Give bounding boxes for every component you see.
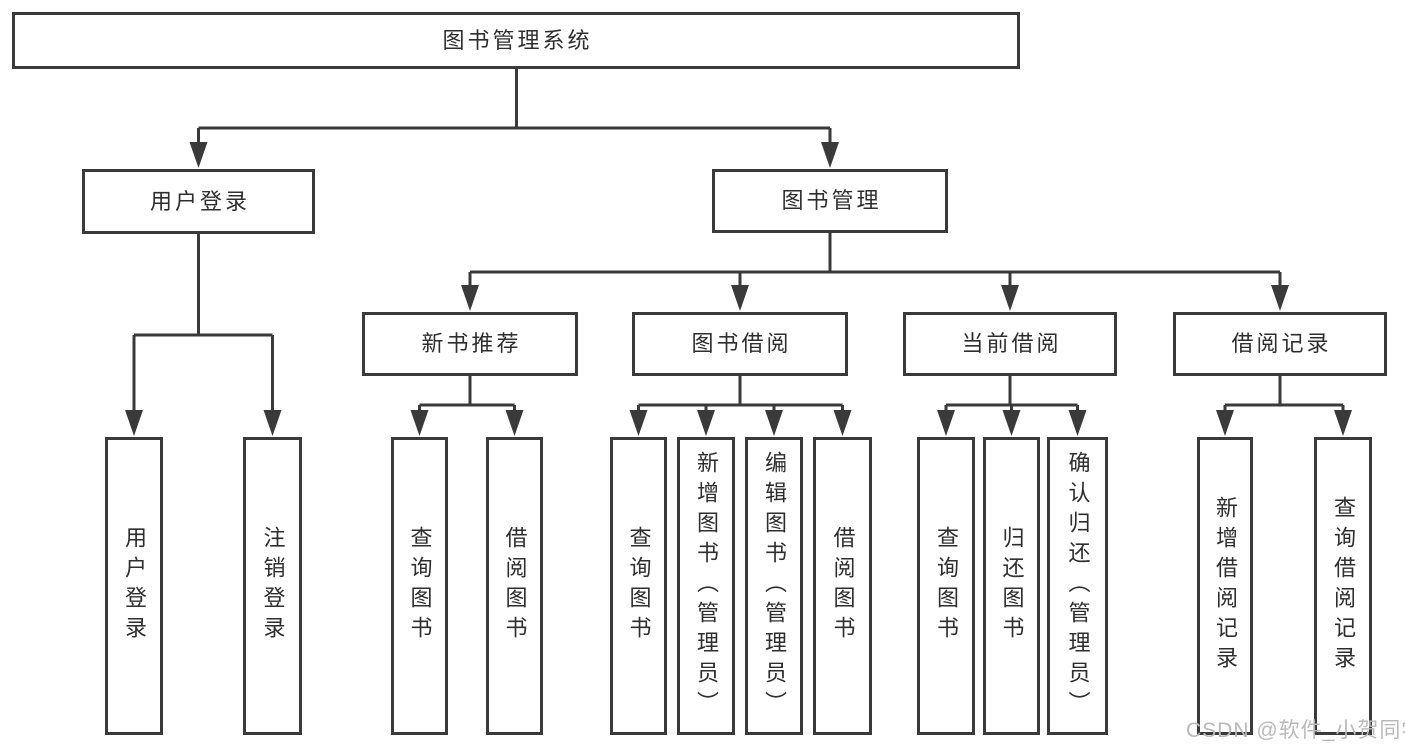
csdn-watermark: CSDN @软件_小贺同学 <box>1186 719 1405 742</box>
trunk-root <box>198 69 830 130</box>
leaf-query-borrow-record: 查询借阅记录 <box>1314 437 1372 735</box>
trunk-user-login <box>134 234 273 337</box>
leaf-add-borrow-record: 新增借阅记录 <box>1197 437 1253 735</box>
leaf-query-books-1: 查询图书 <box>391 437 448 735</box>
node-borrow-records: 借阅记录 <box>1173 312 1387 376</box>
trunk-book-management <box>470 233 1280 274</box>
trunk-new-book <box>419 376 515 407</box>
leaf-return-book: 归还图书 <box>983 437 1040 735</box>
trunk-book-borrow <box>638 376 843 407</box>
leaf-logout: 注销登录 <box>243 437 302 735</box>
node-library-system: 图书管理系统 <box>12 12 1020 69</box>
leaf-user-login: 用户登录 <box>105 437 163 735</box>
node-current-borrow: 当前借阅 <box>903 312 1117 376</box>
leaf-query-books-3: 查询图书 <box>917 437 975 735</box>
leaf-edit-book-admin: 编辑图书（管理员） <box>745 437 803 735</box>
leaf-confirm-return-admin: 确认归还（管理员） <box>1047 437 1108 735</box>
leaf-add-book-admin: 新增图书（管理员） <box>677 437 735 735</box>
trunk-borrow-records <box>1225 376 1343 407</box>
node-book-borrow: 图书借阅 <box>632 312 848 376</box>
node-book-management: 图书管理 <box>712 169 948 233</box>
leaf-borrow-books-2: 借阅图书 <box>813 437 872 735</box>
trunk-current-borrow <box>946 376 1078 407</box>
node-user-login: 用户登录 <box>82 169 315 234</box>
leaf-query-books-2: 查询图书 <box>610 437 667 735</box>
node-new-book-recommend: 新书推荐 <box>362 312 578 376</box>
leaf-borrow-books-1: 借阅图书 <box>486 437 543 735</box>
